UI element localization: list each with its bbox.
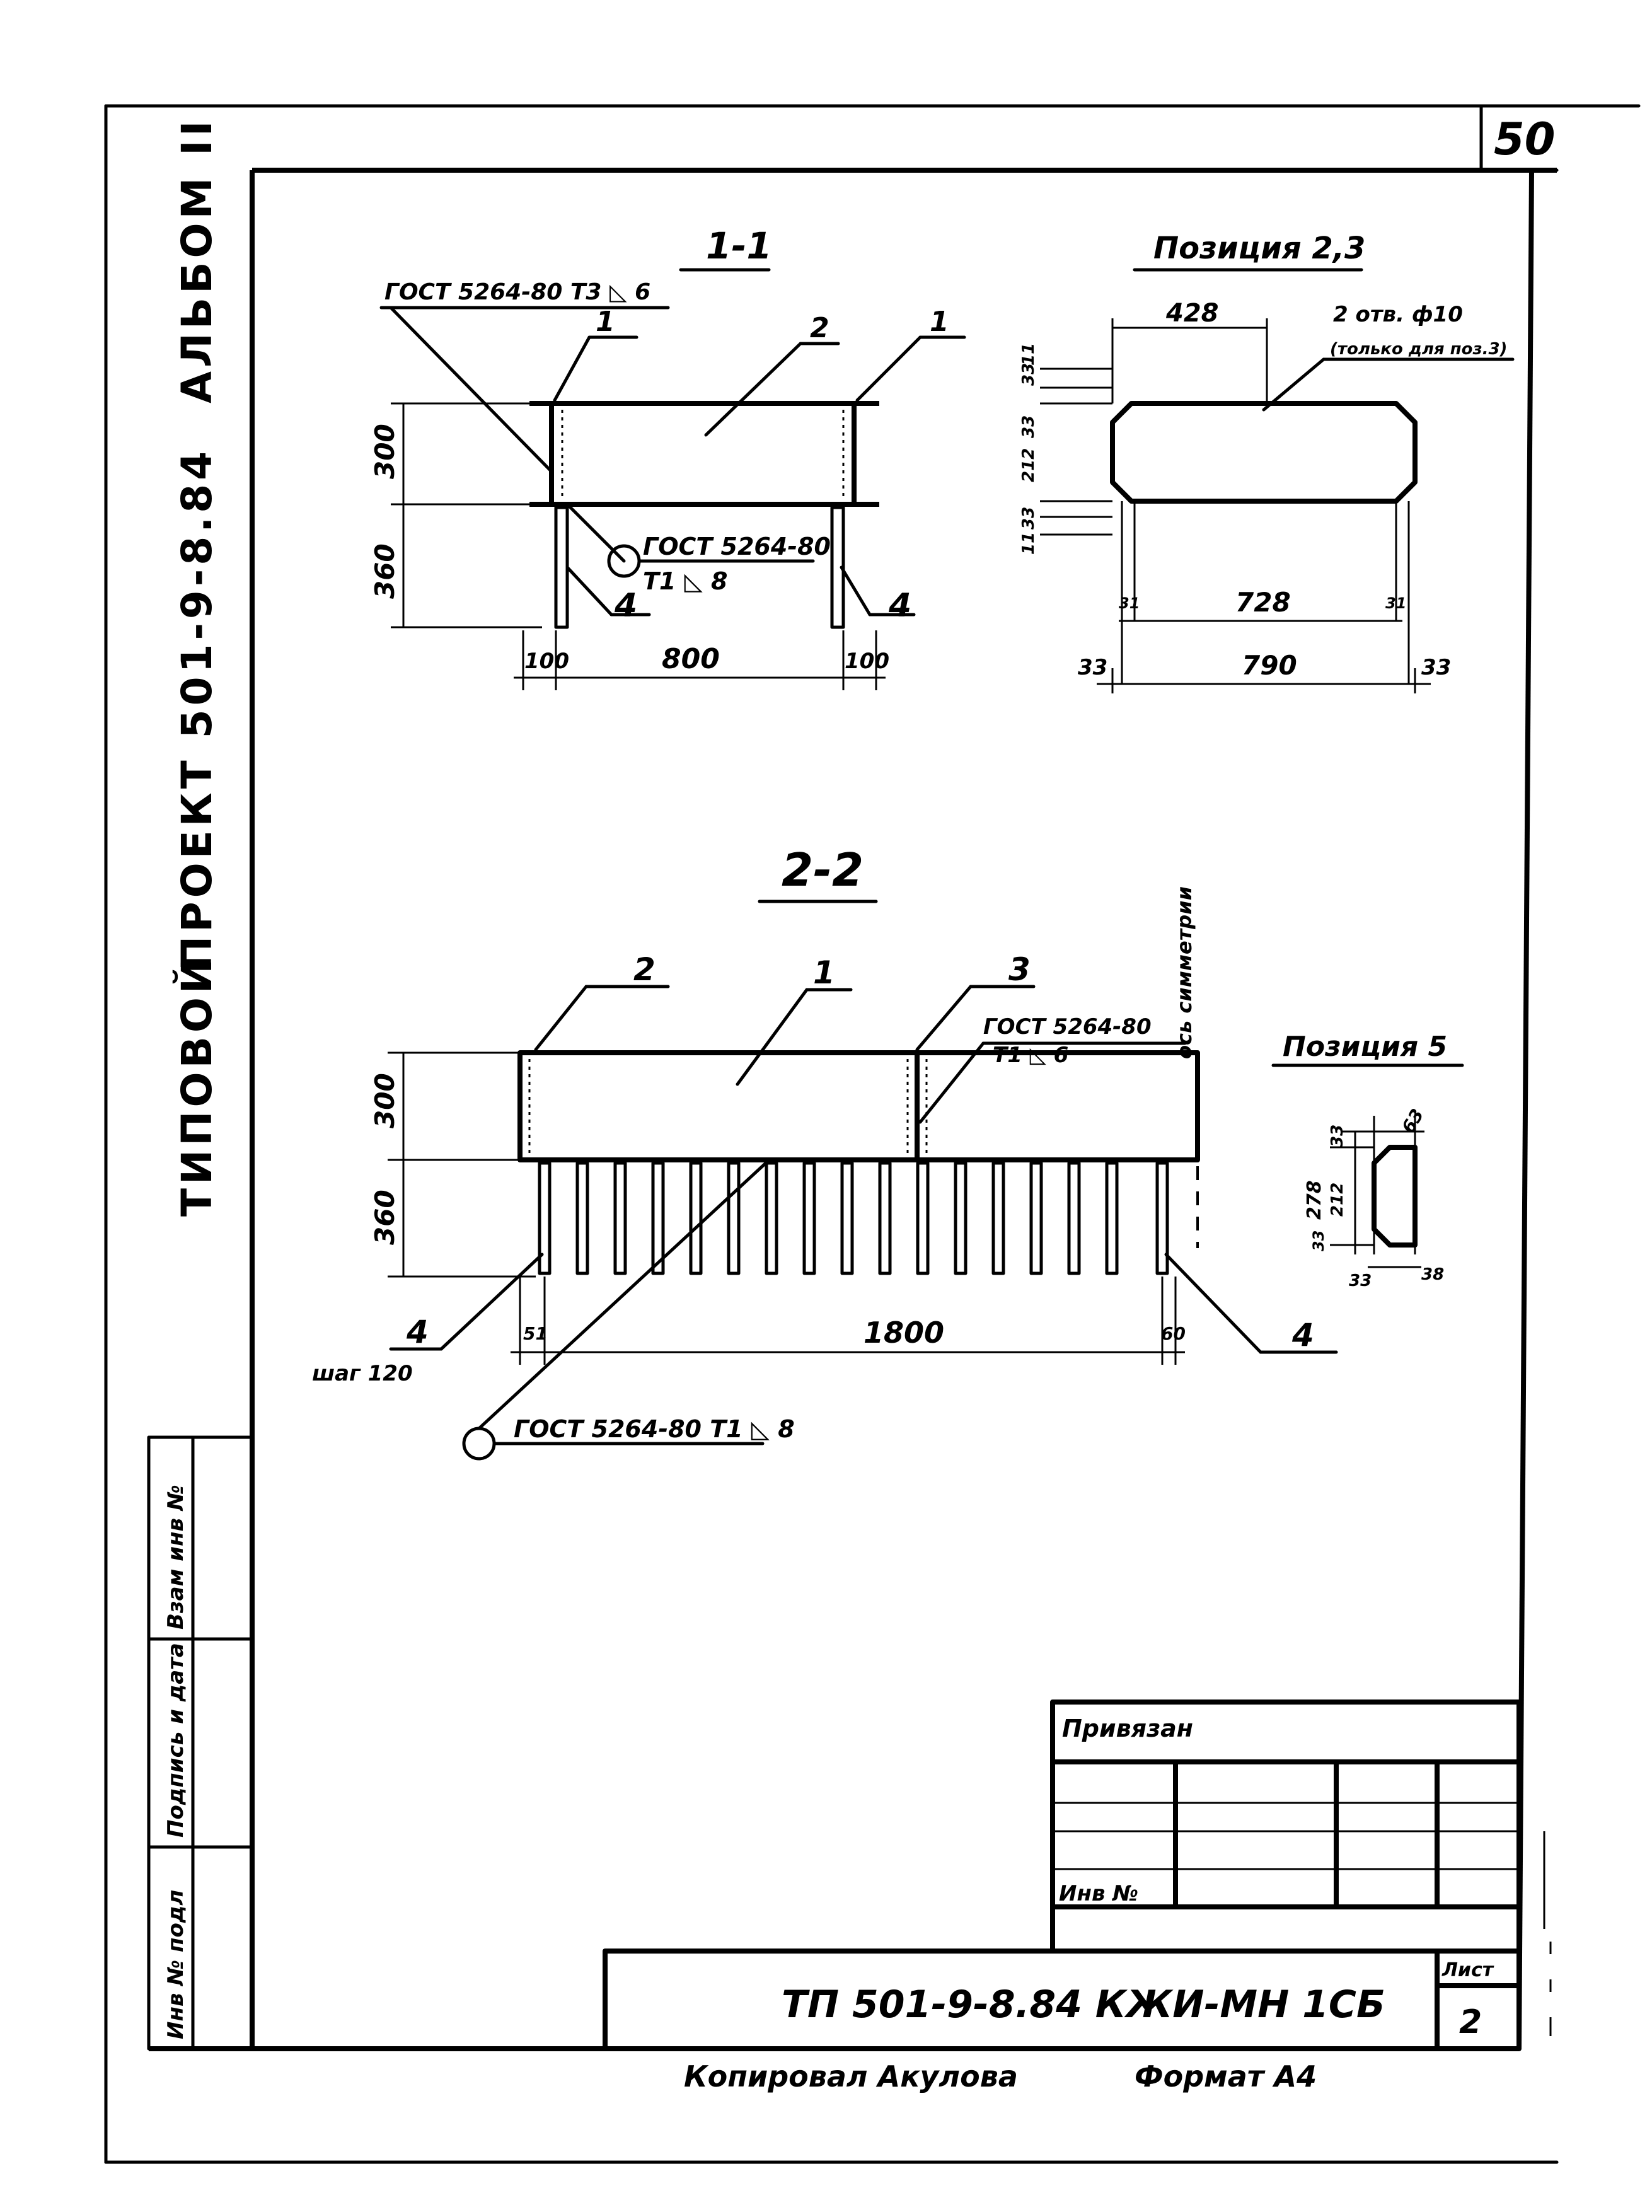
view-1-1-title: 1-1 xyxy=(706,224,772,267)
footer-copied-by: Копировал Акулова xyxy=(684,2059,1018,2093)
vertical-title-part3: АЛЬБОМ II xyxy=(173,117,221,403)
pos-5-dim-7: 38 xyxy=(1421,1265,1444,1284)
view-1-1-weld-circle-2: Т1 ◺ 8 xyxy=(643,567,727,595)
side-stamp-label-1: Инв № подл xyxy=(163,1890,188,2039)
view-1-1: 1-1 ГОСТ 5264-80 Т3 ◺ 6 1 2 1 4 4 ГОС xyxy=(369,224,966,690)
view-2-2-axis-label: ось симметрии xyxy=(1172,886,1196,1059)
vertical-title: ТИПОВОЙ ПРОЕКТ 501-9-8.84 АЛЬБОМ II xyxy=(172,117,221,1217)
title-block-sheet-label: Лист xyxy=(1441,1959,1494,1981)
pos-5-dim-4: 212 xyxy=(1328,1183,1347,1217)
view-2-2-callout-4a: 4 xyxy=(406,1314,429,1350)
footer-format: Формат А4 xyxy=(1135,2059,1317,2093)
pos-2-3-dim-outer: 790 xyxy=(1242,650,1297,681)
side-stamp-label-3: Взам инв № xyxy=(163,1485,188,1630)
title-block-sheet-number: 2 xyxy=(1459,2003,1482,2041)
view-2-2-dim-left: 51 xyxy=(523,1323,548,1344)
view-2-2-dim-span: 1800 xyxy=(864,1316,944,1350)
pos-2-3-dim-top: 428 xyxy=(1165,299,1219,328)
view-2-2-callout-1: 1 xyxy=(813,954,835,991)
pos-2-3-dim-v1: 33 xyxy=(1019,363,1038,386)
pos-5-dim-5: 33 xyxy=(1310,1230,1327,1251)
view-2-2-callout-4b: 4 xyxy=(1291,1317,1314,1353)
view-1-1-dim-left: 100 xyxy=(524,649,569,674)
view-1-1-callout-4a: 4 xyxy=(614,587,637,625)
pos-2-3-note: 2 отв. ф10 xyxy=(1333,302,1463,327)
view-2-2-callout-2: 2 xyxy=(633,951,656,988)
pos-2-3-title: Позиция 2,3 xyxy=(1153,231,1365,266)
title-block-inv-label: Инв № xyxy=(1059,1881,1138,1906)
pos-5-title: Позиция 5 xyxy=(1283,1031,1447,1063)
title-block-code: ТП 501-9-8.84 КЖИ-МН 1СБ xyxy=(782,1983,1385,2027)
pos-2-3-dim-v4: 212 xyxy=(1019,448,1038,482)
view-1-1-callout-2: 2 xyxy=(810,312,829,344)
pos-2-3-dim-small-right: 31 xyxy=(1385,594,1406,612)
view-2-2-callout-3: 3 xyxy=(1008,951,1031,988)
view-2-2-weld-label-2: Т1 ◺ 6 xyxy=(993,1043,1068,1068)
side-stamp-label-2: Подпись и дата xyxy=(163,1643,188,1838)
view-1-1-weld-top: ГОСТ 5264-80 Т3 ◺ 6 xyxy=(384,279,650,305)
pos-5-dim-6: 33 xyxy=(1349,1271,1372,1290)
view-position-5: Позиция 5 63 33 278 212 33 33 38 xyxy=(1271,1031,1464,1290)
view-2-2-dim-beam-height: 300 xyxy=(369,1073,400,1128)
vertical-title-part1: ТИПОВОЙ xyxy=(172,955,221,1217)
view-1-1-callout-1a: 1 xyxy=(596,306,615,338)
view-2-2: 2-2 ось симметрии xyxy=(312,843,1338,1461)
view-1-1-callout-1b: 1 xyxy=(930,306,949,338)
view-1-1-dim-right: 100 xyxy=(845,649,889,674)
pos-2-3-dim-v5: 11 xyxy=(1019,532,1038,555)
view-2-2-weld-label: ГОСТ 5264-80 xyxy=(983,1014,1152,1039)
pos-5-dim-2: 33 xyxy=(1328,1125,1347,1147)
view-position-2-3: Позиция 2,3 428 2 отв. ф10 (только для п… xyxy=(1019,231,1515,693)
pos-2-3-note-2: (только для поз.3) xyxy=(1330,340,1507,359)
pos-2-3-dim-small-left: 31 xyxy=(1119,594,1140,612)
title-block-linked-label: Привязан xyxy=(1062,1715,1193,1742)
view-1-1-dim-leg-height: 360 xyxy=(369,543,400,599)
pos-2-3-dim-side-right: 33 xyxy=(1421,655,1451,680)
view-2-2-dim-leg-height: 360 xyxy=(369,1190,400,1245)
vertical-title-part2: ПРОЕКТ 501-9-8.84 xyxy=(173,448,221,971)
view-1-1-weld-circle: ГОСТ 5264-80 xyxy=(643,533,831,560)
pos-5-dim-3: 278 xyxy=(1303,1180,1326,1220)
view-1-1-callout-4b: 4 xyxy=(888,587,911,625)
side-stamp: Инв № подл Подпись и дата Взам инв № xyxy=(147,1435,254,2051)
right-margin-marks xyxy=(1543,1831,1552,2036)
pos-2-3-dim-side-left: 33 xyxy=(1078,655,1107,680)
view-2-2-weld-bottom: ГОСТ 5264-80 Т1 ◺ 8 xyxy=(514,1415,795,1443)
page-number: 50 xyxy=(1494,113,1555,165)
view-1-1-dim-mid: 800 xyxy=(662,643,720,675)
view-1-1-dim-beam-height: 300 xyxy=(369,424,400,479)
pos-2-3-dim-v3: 33 xyxy=(1019,415,1038,438)
view-2-2-dim-right: 60 xyxy=(1161,1323,1186,1344)
pos-2-3-dim-v6: 33 xyxy=(1019,507,1038,530)
view-2-2-pitch: шаг 120 xyxy=(312,1361,413,1386)
pos-2-3-dim-v2: 11 xyxy=(1019,343,1038,366)
title-block: Привязан Инв № ТП 501-9-8.84 КЖИ-МН 1СБ … xyxy=(603,1700,1522,2051)
pos-2-3-dim-inner: 728 xyxy=(1235,587,1291,618)
view-2-2-title: 2-2 xyxy=(782,843,864,896)
view-2-2-legs xyxy=(538,1161,1169,1275)
